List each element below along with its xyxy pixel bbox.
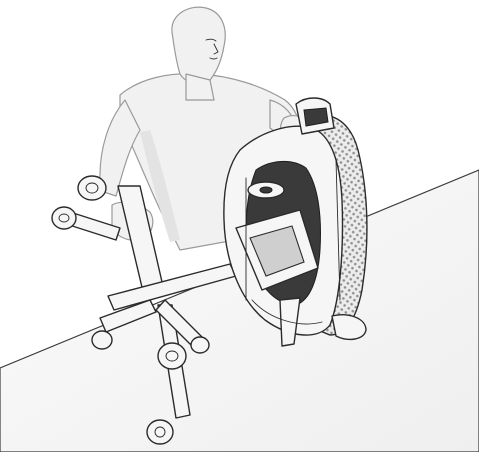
gas-lift-knob — [248, 182, 284, 198]
caster-wheel — [147, 420, 173, 444]
caster-wheel — [92, 331, 112, 349]
caster-wheel — [78, 176, 106, 200]
caster-wheel — [52, 207, 76, 229]
caster-wheel — [158, 343, 186, 369]
caster-wheel — [191, 337, 209, 353]
